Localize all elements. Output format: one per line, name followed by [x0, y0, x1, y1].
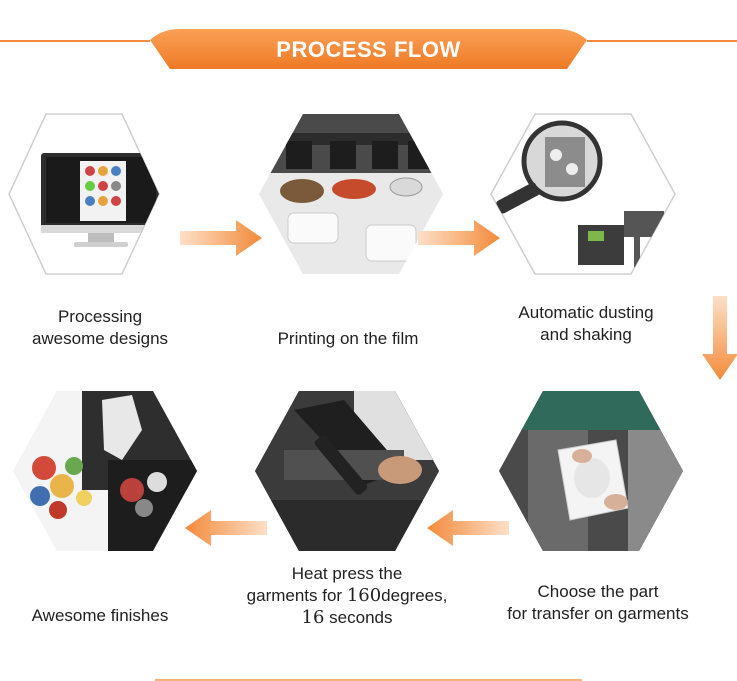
step-caption-dusting: Automatic dusting and shaking: [518, 303, 654, 344]
monitor-photo: [8, 113, 160, 275]
step-caption-finishes: Awesome finishes: [31, 606, 169, 625]
step-caption-processing: Processing awesome designs: [31, 307, 169, 348]
step-caption-printing: Printing on the film: [277, 329, 419, 348]
heat-press-photo: [255, 391, 439, 551]
dtf-printer-photo: [259, 114, 443, 274]
powder-shaker-photo: [490, 113, 676, 275]
arrow-left-icon: [427, 510, 509, 546]
arrow-left-icon: [185, 510, 267, 546]
arrow-right-icon: [180, 220, 262, 256]
step-caption-heat-press: Heat press the garments for 160degrees, …: [246, 564, 448, 628]
bottom-divider: [155, 679, 582, 681]
arrow-down-icon: [702, 296, 737, 380]
page-title: PROCESS FLOW: [276, 37, 461, 62]
header-banner: [150, 29, 587, 69]
step-caption-choose-part: Choose the part for transfer on garments: [507, 582, 689, 623]
printed-tshirt-photo: [13, 391, 197, 551]
arrow-right-icon: [418, 220, 500, 256]
transfer-film-photo: [499, 391, 683, 551]
header-rule-right: [587, 40, 737, 42]
header-rule-left: [0, 40, 150, 42]
